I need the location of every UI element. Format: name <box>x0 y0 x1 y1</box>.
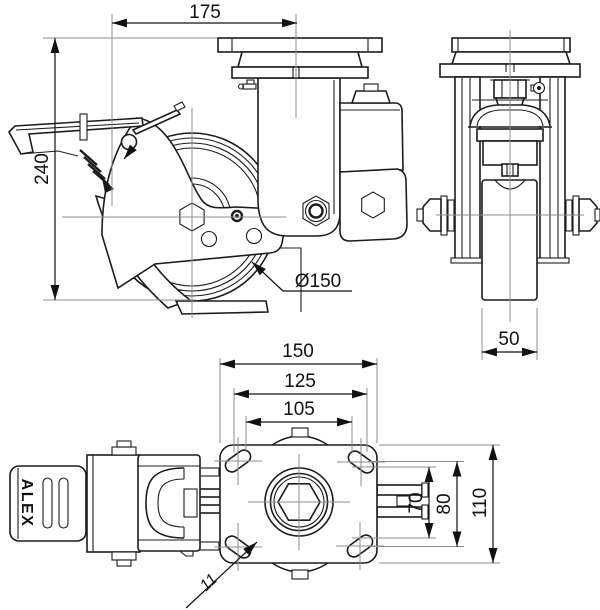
plan-view: ALEX <box>9 341 500 609</box>
side-centerlines <box>62 14 297 318</box>
dim-bolt-span-inner-label: 105 <box>283 399 315 420</box>
dim-bolt-span-105: 105 <box>245 399 353 452</box>
dim-wheel-diameter-label: Ø150 <box>295 271 341 292</box>
dim-height-240: 240 <box>32 37 217 301</box>
adjust-hole <box>200 230 218 248</box>
dim-bolt-span-outer-label: 125 <box>284 371 316 392</box>
grease-fitting <box>530 81 546 95</box>
pedal-bracket <box>86 440 141 567</box>
mounting-plate <box>214 437 385 571</box>
dim-wheel-width-50: 50 <box>481 308 538 360</box>
dim-bolt-pitch-inner-label: 70 <box>406 492 427 513</box>
dim-slot-width-label: 11 <box>197 571 221 595</box>
release-rod <box>131 109 182 135</box>
pivot-bolt <box>230 209 244 223</box>
plate-bumps <box>271 427 329 580</box>
top-plate-side <box>217 37 383 90</box>
pedal-rib <box>42 477 53 529</box>
dim-plate-length-150: 150 <box>219 341 378 443</box>
dim-wheel-diameter: Ø150 <box>251 261 352 292</box>
fork-legs <box>450 76 570 264</box>
clevis-pin <box>79 113 88 141</box>
ratchet-teeth <box>79 149 114 193</box>
grease-nipple <box>237 79 257 90</box>
brake-housing <box>339 83 408 242</box>
plan-centerlines <box>248 454 350 550</box>
side-bracket <box>339 168 408 242</box>
fork-column <box>257 77 341 237</box>
pedal-rib <box>58 477 69 529</box>
dim-bolt-span-125: 125 <box>233 371 368 452</box>
bracket-hex-bolt <box>361 191 385 219</box>
brake-lever <box>8 101 186 193</box>
pedal-brand-label: ALEX <box>18 479 35 528</box>
housing-cap <box>350 90 392 104</box>
dim-plate-width-label: 110 <box>470 488 491 518</box>
dim-bolt-pitch-outer-label: 80 <box>434 493 455 514</box>
dim-bolt-pitch-80: 80 <box>368 461 464 547</box>
front-view: 50 <box>416 30 600 360</box>
dim-offset-175: 175 <box>111 2 297 206</box>
brake-pivot-nut <box>302 195 330 227</box>
dim-plate-width-110: 110 <box>379 444 500 564</box>
side-view: 175 240 Ø150 <box>8 2 408 318</box>
adjust-hole <box>245 227 263 245</box>
front-centerlines <box>436 30 584 322</box>
slot-centerlines <box>214 437 385 571</box>
dim-plate-length-label: 150 <box>282 341 314 362</box>
dim-wheel-width-label: 50 <box>498 329 519 350</box>
brake-cam-housing <box>137 454 201 552</box>
brake-pedal-assembly: ALEX <box>9 440 222 567</box>
lever-hole <box>120 133 138 151</box>
dim-offset-label: 175 <box>189 2 221 23</box>
direction-arrow-icon <box>123 144 137 160</box>
dim-height-label: 240 <box>32 153 53 185</box>
brake-pedal: ALEX <box>9 465 87 542</box>
dim-bolt-pitch-70: 70 <box>352 466 436 539</box>
